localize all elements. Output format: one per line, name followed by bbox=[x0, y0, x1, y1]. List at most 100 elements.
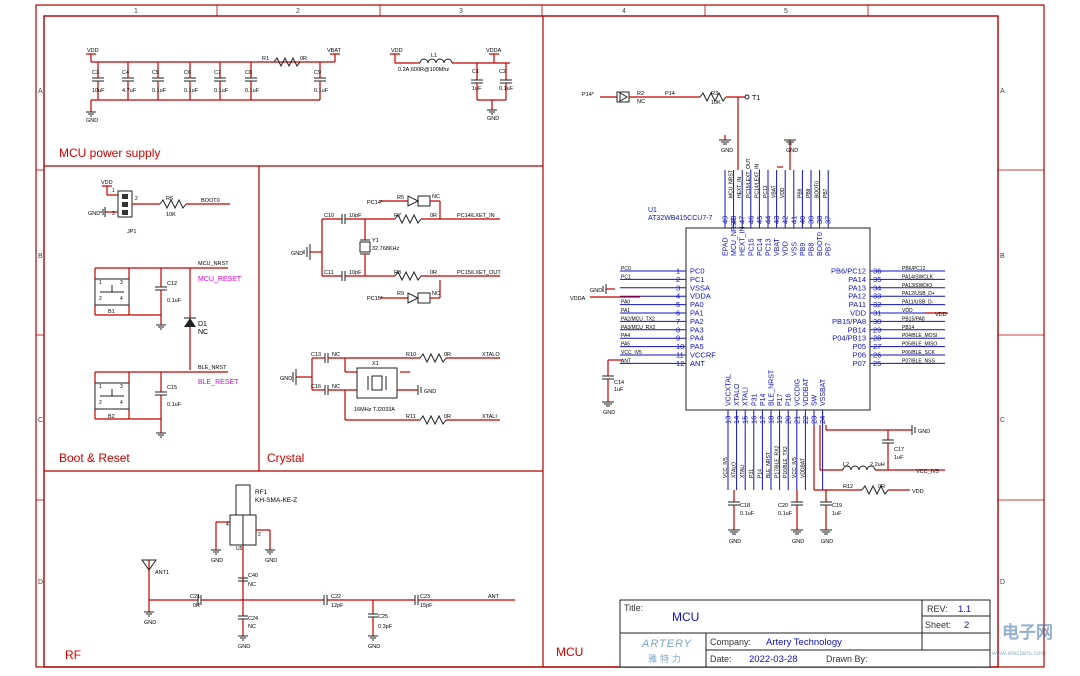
c21-value: 0R bbox=[193, 603, 200, 609]
power-cap-ref: C3 bbox=[92, 70, 99, 76]
r2-value: NC bbox=[637, 99, 645, 105]
c23-value: 15pF bbox=[420, 603, 433, 609]
mcu-pin-net: BLE_NRST bbox=[766, 452, 772, 478]
mcu-pin-name: PA4 bbox=[690, 334, 704, 343]
power-cap-value: 4.7uF bbox=[122, 88, 137, 94]
mcu-pin-net: PC14/LEXT_IN bbox=[754, 163, 760, 198]
power-cap-value: 0.1uF bbox=[152, 88, 167, 94]
grid-row-a: A bbox=[38, 88, 43, 95]
vdda-filter-circuit bbox=[390, 53, 512, 115]
boot-jumper-circuit bbox=[100, 185, 230, 218]
mcu-top-gnd: GND bbox=[721, 148, 733, 154]
mcu-pin-net: PB7 bbox=[823, 188, 829, 198]
c40-value: NC bbox=[248, 582, 256, 588]
mcu-pin-net: PA14/SWCLK bbox=[902, 274, 934, 280]
xtali-net: XTALI bbox=[482, 414, 497, 420]
c16-ref: C16 bbox=[311, 384, 321, 390]
mcu-pin-name: SW bbox=[812, 394, 819, 406]
b1-pin-2: 2 bbox=[99, 296, 102, 302]
rf-gnd-label-1: GND bbox=[144, 620, 156, 626]
c17-value: 1uF bbox=[894, 455, 904, 461]
mcu-pin-net: P31 bbox=[749, 469, 755, 478]
c15-ref: C15 bbox=[167, 385, 177, 391]
mcu-pin-num: 36 bbox=[873, 267, 881, 276]
mcu-pin-name: PA13 bbox=[848, 283, 866, 292]
vcc-iv5-net: VCC_IV5 bbox=[916, 469, 939, 475]
vdd-label-2: VDD bbox=[391, 48, 403, 54]
mcu-pin-name: PB6/PC12 bbox=[831, 267, 866, 276]
r7-value: 0R bbox=[430, 213, 437, 219]
mcu-pin-name: VCCDIG bbox=[794, 379, 801, 406]
mcu-pin-net: VDD bbox=[780, 187, 786, 198]
jp1-pin-2: 2 bbox=[135, 196, 138, 202]
grid-row-c: C bbox=[38, 417, 43, 424]
r3-ref: R3 bbox=[711, 91, 718, 97]
c12-value: 0.1uF bbox=[167, 298, 182, 304]
grid-col-2: 2 bbox=[296, 8, 300, 15]
mcu-pin-num: 9 bbox=[676, 334, 680, 343]
mcu-left-gnd: GND bbox=[590, 288, 602, 294]
c10-value: 10pF bbox=[349, 213, 362, 219]
mcu-pin-num: 24 bbox=[818, 416, 827, 424]
mcu-right-vdd: VDD bbox=[935, 312, 947, 318]
power-cap-value: 10uF bbox=[92, 88, 105, 94]
mcu-pin-net: XTALO bbox=[732, 462, 738, 478]
mcu-pin-num: 7 bbox=[676, 317, 680, 326]
grid-col-5: 5 bbox=[784, 8, 788, 15]
mcu-pin-net: PB8 bbox=[806, 188, 812, 198]
jp1-ref: JP1 bbox=[127, 229, 136, 235]
company-label: Company: bbox=[710, 637, 751, 647]
mcu-pin-net: PA4 bbox=[621, 333, 630, 339]
mcu-pin-num: 22 bbox=[801, 416, 810, 424]
r9-value: NC bbox=[432, 291, 440, 297]
mcu-pin-name: P04/PB13 bbox=[832, 334, 866, 343]
mcu-reset-label: MCU_RESET bbox=[198, 276, 242, 283]
title-value: MCU bbox=[672, 610, 699, 624]
c18-gnd: GND bbox=[729, 539, 741, 545]
c2-ref: C2 bbox=[499, 69, 506, 75]
mcu-pin-net: PB15/PA8 bbox=[902, 316, 925, 322]
section-boot-title: Boot & Reset bbox=[59, 451, 130, 465]
mcu-pin-name: P14 bbox=[760, 393, 767, 406]
r1-ref: R1 bbox=[262, 56, 269, 62]
mcu-pin-net: P07/BLE_NSS bbox=[902, 358, 935, 364]
power-cap-ref: C5 bbox=[152, 70, 159, 76]
r10-value: 0R bbox=[444, 352, 451, 358]
mcu-pin-name: P31 bbox=[751, 393, 758, 406]
power-cap-ref: C9 bbox=[314, 70, 321, 76]
rev-value: 1.1 bbox=[958, 604, 971, 615]
power-cap-ref: C4 bbox=[122, 70, 129, 76]
l1-value: 0.2A,600R@100Mhz bbox=[398, 67, 449, 73]
mcu-pin-net: PA12/USB_D+ bbox=[902, 291, 935, 297]
c22-ref: C22 bbox=[331, 594, 341, 600]
power-cap-value: 0.1uF bbox=[314, 88, 329, 94]
mcu-pin-name: XTALI bbox=[743, 387, 750, 406]
mcu-pin-num: 21 bbox=[792, 416, 801, 424]
mcu-pin-net: MCU_NRST bbox=[729, 170, 735, 198]
grid-row-d: D bbox=[38, 579, 43, 586]
c22-value: 12pF bbox=[331, 603, 344, 609]
grid-ticks bbox=[36, 5, 1044, 501]
grid-col-3: 3 bbox=[459, 8, 463, 15]
mcu-pin-net: PA3/MCU_RX2 bbox=[621, 325, 656, 331]
rf1-pin-4: 4 bbox=[226, 522, 229, 528]
watermark-text: 电子网 bbox=[1002, 622, 1053, 642]
mcu-pin-name: VDDBAT bbox=[803, 377, 810, 406]
mcu-pin-num: 43 bbox=[772, 216, 781, 224]
mcu-pin-num: 20 bbox=[784, 416, 793, 424]
r6-ref: R6 bbox=[166, 196, 173, 202]
c19-value: 1uF bbox=[832, 511, 842, 517]
r8-ref: R8 bbox=[394, 270, 401, 276]
ble-reset-label: BLE_RESET bbox=[198, 379, 239, 386]
r12-ref: R12 bbox=[843, 484, 853, 490]
b1-ref: B1 bbox=[108, 309, 115, 315]
jp1-pin-3: 3 bbox=[112, 211, 115, 217]
mcu-pin-name: PB14 bbox=[848, 325, 866, 334]
c14-gnd: GND bbox=[603, 410, 615, 416]
c40-ref: C40 bbox=[248, 573, 258, 579]
r11-ref: R11 bbox=[406, 414, 416, 420]
mcu-pin-num: 4 bbox=[676, 292, 680, 301]
mcu-pin-net: P04/BLE_MOSI bbox=[902, 333, 937, 339]
section-mcu-title: MCU bbox=[556, 645, 583, 659]
